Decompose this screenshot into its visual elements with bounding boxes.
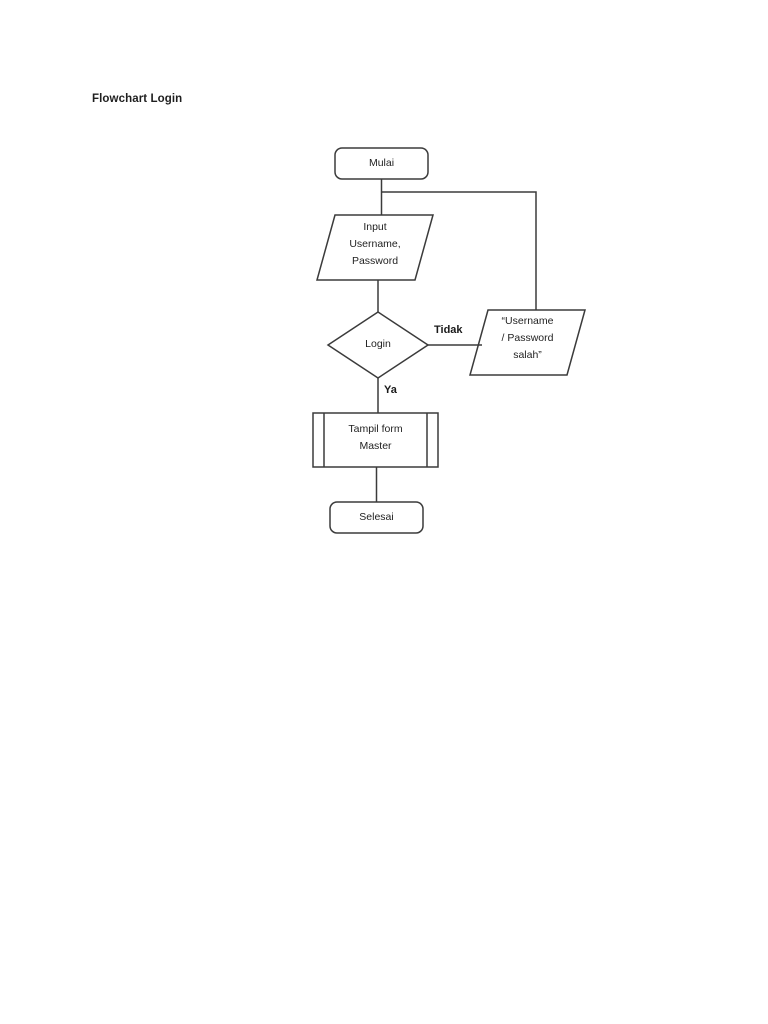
node-input-credentials-shape[interactable] [316, 214, 434, 281]
edge-label-tidak: Tidak [434, 324, 463, 336]
node-input-credentials[interactable] [317, 215, 433, 280]
node-login-decision-shape[interactable] [326, 311, 430, 379]
node-login-decision[interactable] [328, 312, 428, 378]
node-show-master-form[interactable] [313, 413, 438, 467]
edge-label-ya: Ya [384, 384, 397, 396]
node-start-shape[interactable] [334, 147, 429, 180]
node-error-message[interactable] [470, 310, 585, 375]
connector-error-to-input-feedback [381, 191, 537, 310]
node-start[interactable] [335, 148, 428, 179]
node-error-message-shape[interactable] [469, 309, 586, 376]
page-title: Flowchart Login [92, 93, 183, 105]
node-show-master-form-shape[interactable] [312, 412, 439, 468]
node-end-shape[interactable] [329, 501, 424, 534]
node-end[interactable] [330, 502, 423, 533]
